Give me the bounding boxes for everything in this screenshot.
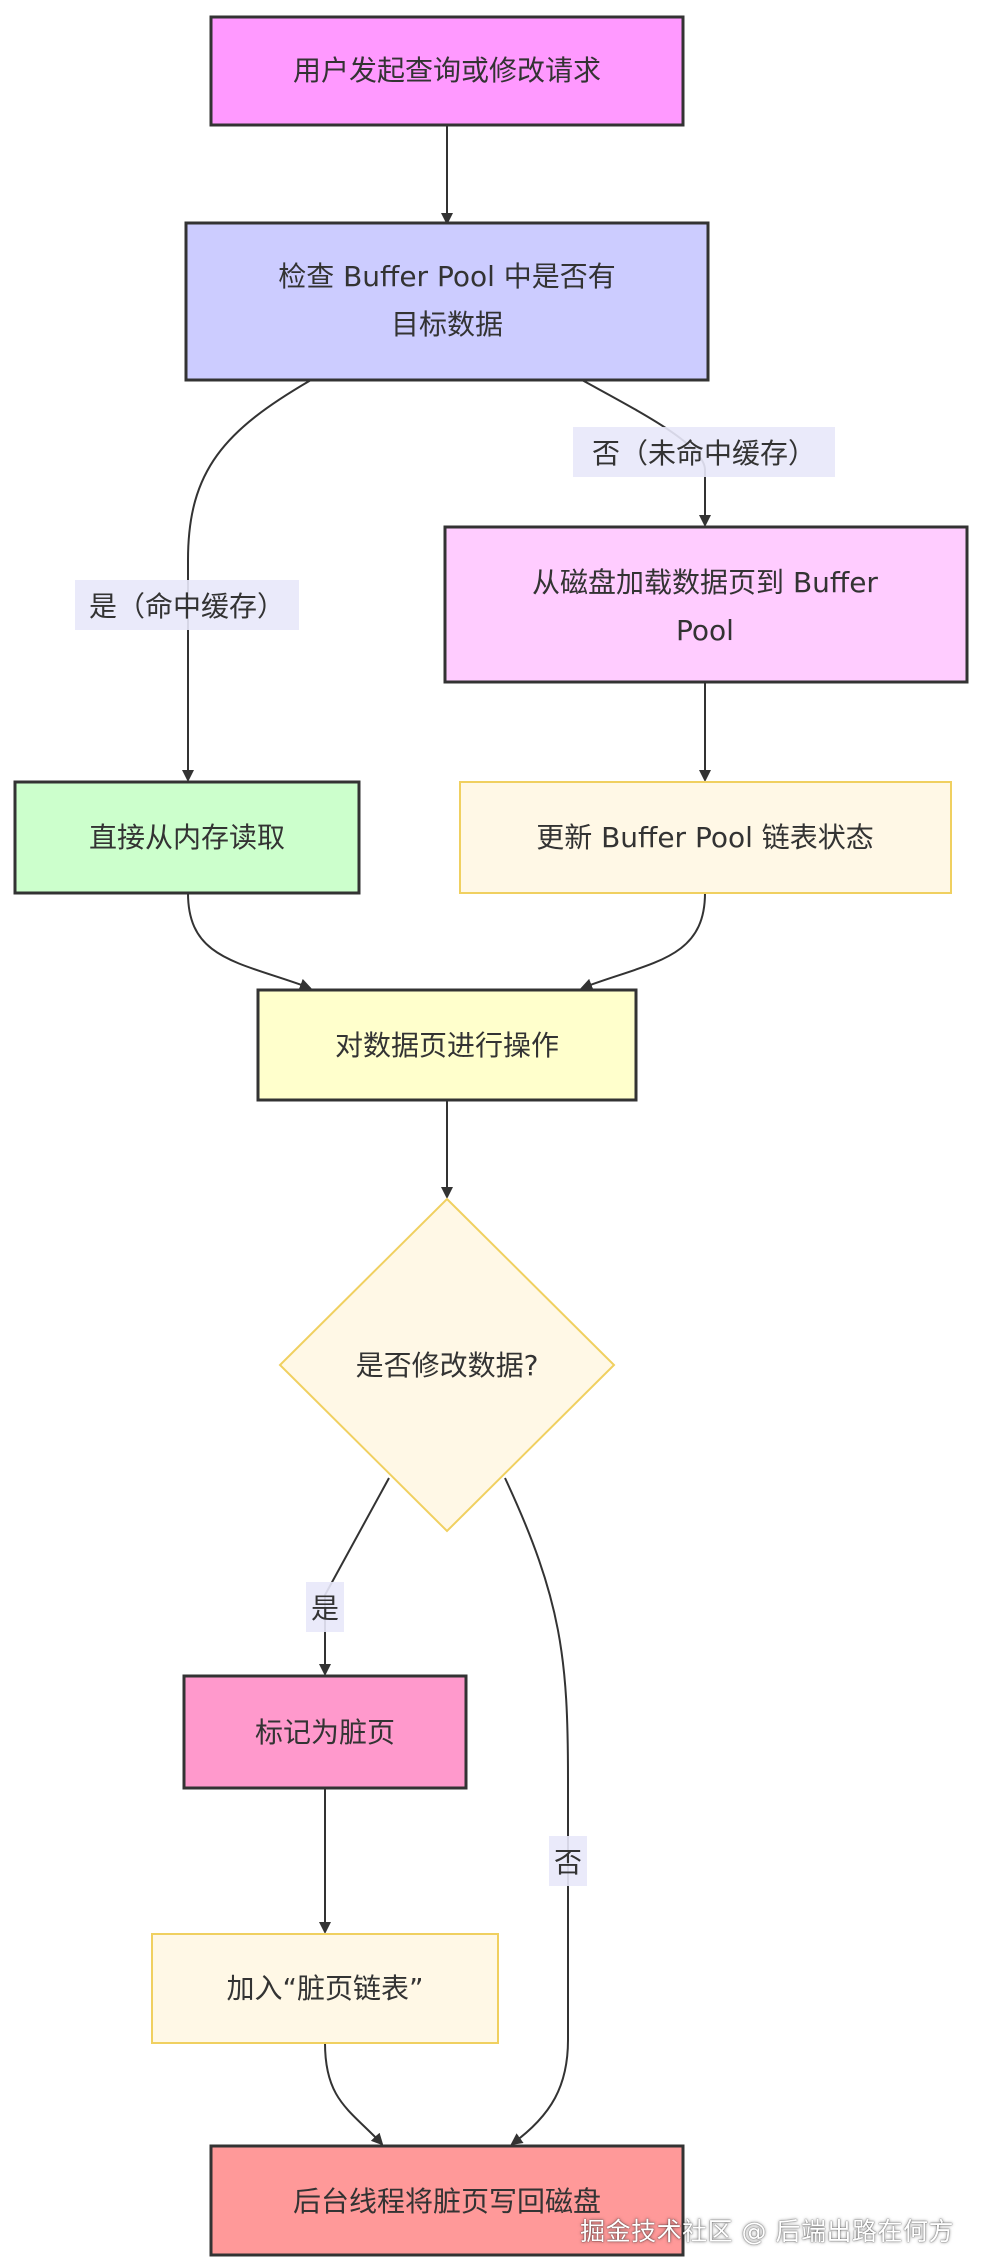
svg-text:检查 Buffer Pool 中是否有: 检查 Buffer Pool 中是否有 xyxy=(278,260,616,293)
edge-label-no: 否 xyxy=(549,1836,587,1886)
edge-label-hit: 是（命中缓存） xyxy=(75,580,299,630)
edge-decision-to-mark xyxy=(319,1477,390,1676)
svg-text:否（未命中缓存）: 否（未命中缓存） xyxy=(592,437,816,470)
svg-text:对数据页进行操作: 对数据页进行操作 xyxy=(335,1029,559,1062)
node-user-request: 用户发起查询或修改请求 xyxy=(209,15,685,127)
svg-text:加入“脏页链表”: 加入“脏页链表” xyxy=(226,1972,423,2005)
watermark: 掘金技术社区 @ 后端出路在何方 xyxy=(580,2217,954,2246)
node-operate-data-page: 对数据页进行操作 xyxy=(256,988,638,1102)
edge-add-to-flush xyxy=(324,2042,384,2146)
node-add-dirty-list: 加入“脏页链表” xyxy=(151,1933,499,2044)
edge-decision-to-flush xyxy=(504,1477,569,2146)
svg-text:从磁盘加载数据页到 Buffer: 从磁盘加载数据页到 Buffer xyxy=(532,566,878,599)
svg-text:用户发起查询或修改请求: 用户发起查询或修改请求 xyxy=(293,54,601,87)
node-mark-dirty: 标记为脏页 xyxy=(182,1674,468,1790)
edge-update-to-operate xyxy=(580,892,706,991)
svg-text:否: 否 xyxy=(554,1846,582,1879)
svg-text:标记为脏页: 标记为脏页 xyxy=(255,1716,395,1749)
svg-text:是: 是 xyxy=(311,1592,339,1625)
node-read-from-memory: 直接从内存读取 xyxy=(13,780,361,895)
edge-check-to-read xyxy=(182,379,312,782)
edge-label-yes: 是 xyxy=(306,1582,344,1632)
svg-text:是（命中缓存）: 是（命中缓存） xyxy=(89,590,285,623)
svg-text:直接从内存读取: 直接从内存读取 xyxy=(89,821,285,854)
edge-label-miss: 否（未命中缓存） xyxy=(573,427,835,477)
node-load-from-disk: 从磁盘加载数据页到 Buffer Pool xyxy=(443,525,969,684)
node-flush-to-disk: 后台线程将脏页写回磁盘 xyxy=(209,2144,685,2257)
svg-text:Pool: Pool xyxy=(676,614,734,647)
node-update-pool-list: 更新 Buffer Pool 链表状态 xyxy=(459,781,952,894)
node-check-buffer-pool: 检查 Buffer Pool 中是否有 目标数据 xyxy=(184,221,710,382)
svg-text:更新 Buffer Pool 链表状态: 更新 Buffer Pool 链表状态 xyxy=(536,821,874,854)
node-is-modify-decision: 是否修改数据? xyxy=(278,1197,616,1533)
svg-text:是否修改数据?: 是否修改数据? xyxy=(356,1349,539,1382)
svg-text:目标数据: 目标数据 xyxy=(391,308,503,341)
edge-read-to-operate xyxy=(187,892,312,991)
svg-text:后台线程将脏页写回磁盘: 后台线程将脏页写回磁盘 xyxy=(293,2185,601,2218)
